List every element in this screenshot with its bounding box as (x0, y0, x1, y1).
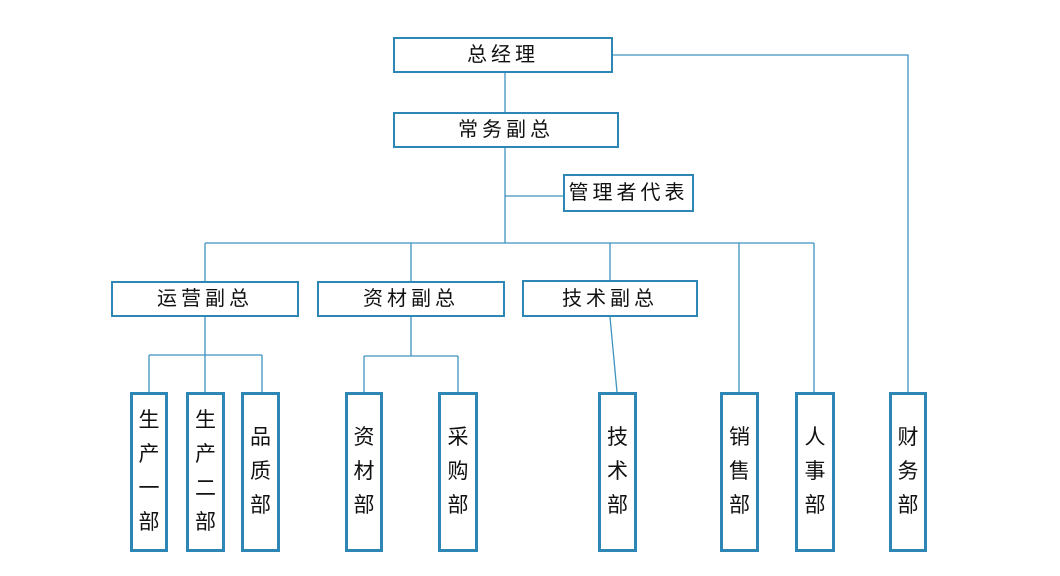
node-label: 采购部 (447, 426, 469, 517)
node-label: 财务部 (897, 426, 919, 517)
node-technology-vp: 技术副总 (522, 280, 698, 317)
node-executive-vp: 常务副总 (393, 112, 619, 148)
connector-techvp-tech (609, 316, 618, 393)
node-label: 资材部 (353, 426, 375, 517)
node-label: 技术副总 (562, 287, 658, 310)
node-label: 总经理 (467, 44, 539, 66)
node-sales-dept: 销售部 (720, 392, 759, 552)
node-label: 人事部 (804, 426, 826, 517)
node-label: 生产二部 (195, 409, 216, 534)
node-materials-vp: 资材副总 (317, 281, 505, 317)
node-production-dept-2: 生产二部 (186, 392, 225, 552)
node-label: 常务副总 (458, 119, 554, 141)
node-label: 管理者代表 (568, 182, 689, 204)
node-label: 资材副总 (363, 288, 459, 310)
node-hr-dept: 人事部 (795, 392, 835, 552)
node-quality-dept: 品质部 (241, 392, 280, 552)
node-label: 销售部 (729, 426, 750, 517)
node-label: 品质部 (250, 426, 271, 517)
node-technology-dept: 技术部 (598, 392, 637, 552)
node-label: 生产一部 (138, 409, 160, 534)
node-label: 技术部 (607, 426, 628, 517)
node-materials-dept: 资材部 (345, 392, 383, 552)
node-finance-dept: 财务部 (889, 392, 927, 552)
node-production-dept-1: 生产一部 (130, 392, 168, 552)
node-general-manager: 总经理 (393, 37, 613, 73)
connector-gm-finance (613, 54, 909, 392)
node-operations-vp: 运营副总 (111, 281, 299, 317)
node-management-representative: 管理者代表 (563, 174, 694, 212)
node-purchasing-dept: 采购部 (438, 392, 478, 552)
node-label: 运营副总 (157, 288, 253, 310)
